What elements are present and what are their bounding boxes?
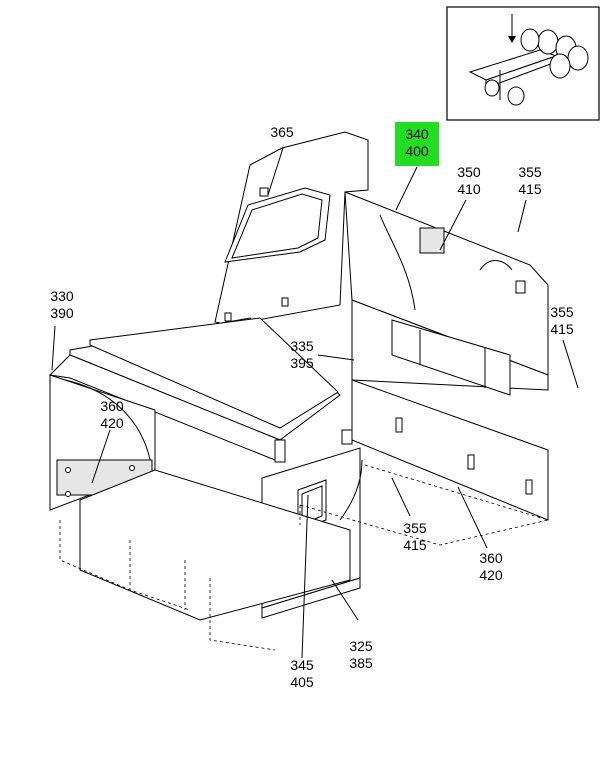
callout-340-line-2: 400	[405, 143, 429, 159]
callout-335-line-2: 395	[290, 355, 314, 371]
callout-360b-line-2: 420	[479, 567, 503, 583]
callout-335-395: 335 395	[280, 338, 324, 372]
inset-chassis-view	[446, 6, 600, 121]
leader-lines	[51, 147, 579, 659]
callout-365-line-1: 365	[270, 124, 294, 140]
callout-340-line-1: 340	[405, 126, 429, 142]
callout-350-410: 350 410	[447, 164, 491, 198]
callout-355c-line-2: 415	[403, 537, 427, 553]
callout-360a-line-1: 360	[100, 398, 124, 414]
callout-355b-line-1: 355	[550, 304, 574, 320]
callout-360a-line-2: 420	[100, 415, 124, 431]
callout-355-415-lower: 355 415	[393, 520, 437, 554]
callout-330-390: 330 390	[40, 288, 84, 322]
callout-330-line-2: 390	[50, 305, 74, 321]
bench-seat	[48, 317, 353, 511]
callout-355-415-top: 355 415	[508, 164, 552, 198]
callout-355b-line-2: 415	[550, 321, 574, 337]
callout-360-420-right: 360 420	[469, 550, 513, 584]
callout-350-line-1: 350	[457, 164, 481, 180]
callout-325-line-2: 385	[349, 655, 373, 671]
callout-355a-line-2: 415	[518, 181, 542, 197]
callout-335-line-1: 335	[290, 338, 314, 354]
floor-underside	[59, 464, 550, 651]
callout-360b-line-1: 360	[479, 550, 503, 566]
callout-355a-line-1: 355	[518, 164, 542, 180]
callout-355-415-right: 355 415	[540, 304, 584, 338]
callout-345-line-1: 345	[290, 657, 314, 673]
callout-350-line-2: 410	[457, 181, 481, 197]
callout-325-385: 325 385	[339, 638, 383, 672]
callout-340-400-highlighted[interactable]: 340 400	[395, 122, 439, 166]
rear-back-panel	[344, 191, 549, 376]
callout-355c-line-1: 355	[403, 520, 427, 536]
callout-345-line-2: 405	[290, 674, 314, 690]
callout-330-line-1: 330	[50, 288, 74, 304]
callout-365: 365	[260, 124, 304, 141]
lower-back-panel	[351, 299, 549, 521]
rear-wall-upper-panel	[214, 131, 369, 326]
callout-345-405: 345 405	[280, 657, 324, 691]
callout-360-420-left: 360 420	[90, 398, 134, 432]
callout-325-line-1: 325	[349, 638, 373, 654]
